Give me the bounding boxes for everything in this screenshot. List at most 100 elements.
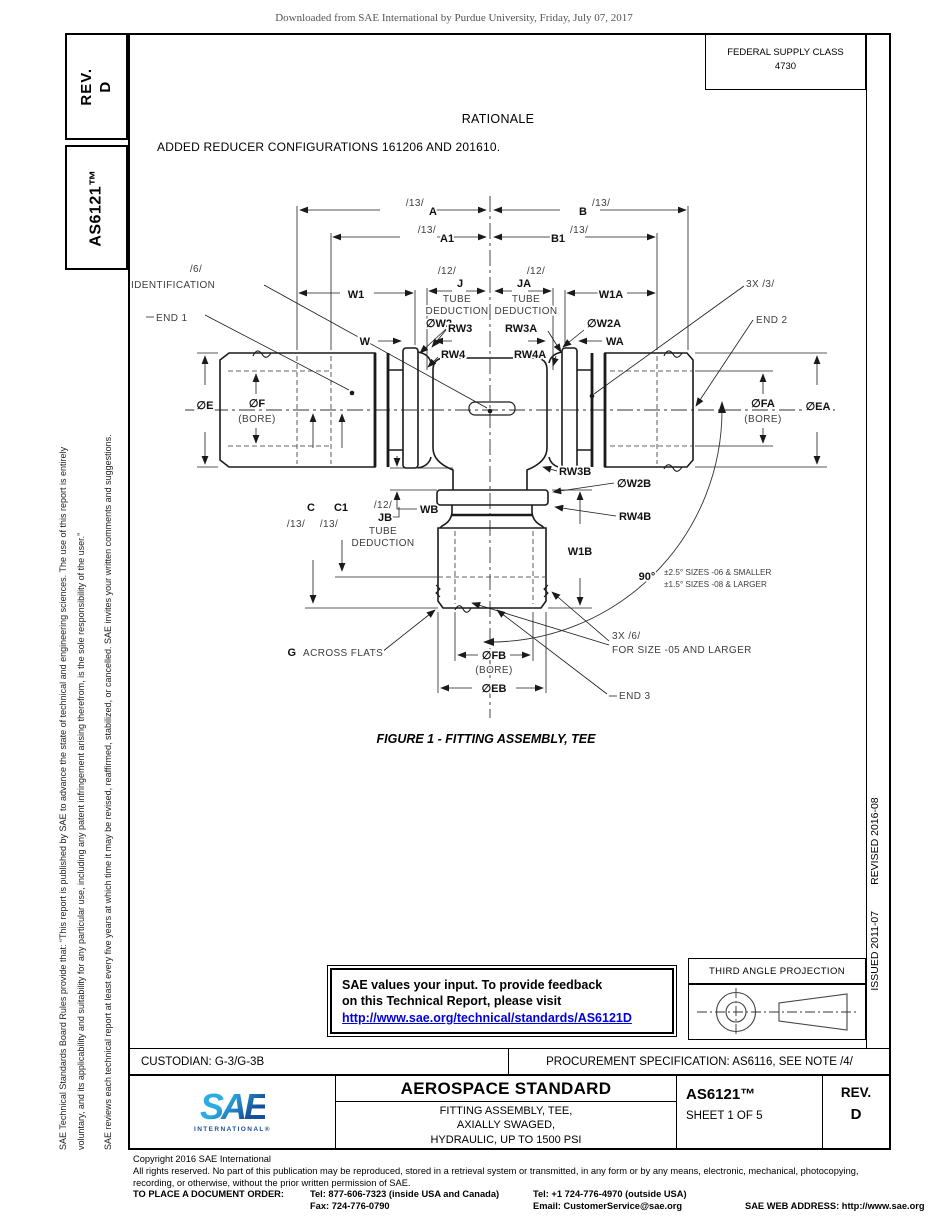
figure-label: J xyxy=(457,278,463,290)
figure-label: DEDUCTION xyxy=(494,306,557,317)
figure-label: RW4A xyxy=(514,349,546,361)
third-angle-projection-symbol xyxy=(697,988,857,1035)
figure-caption: FIGURE 1 - FITTING ASSEMBLY, TEE xyxy=(376,732,596,746)
doc-type: AEROSPACE STANDARD xyxy=(400,1079,612,1098)
dot-leaders xyxy=(204,284,745,409)
figure-label: WA xyxy=(606,336,624,348)
doc-number-cell: AS6121™ SHEET 1 OF 5 xyxy=(677,1076,822,1148)
leader-lines xyxy=(381,319,754,695)
figure-label: ∅EB xyxy=(482,683,507,695)
inner-margin-line xyxy=(866,33,867,1048)
rev-cell: REV. D xyxy=(822,1076,889,1148)
figure-label: RW3A xyxy=(505,323,537,335)
procurement-cell: PROCUREMENT SPECIFICATION: AS6116, SEE N… xyxy=(546,1055,853,1068)
figure-label: ∅F xyxy=(249,398,266,410)
figure-label: /13/ xyxy=(320,519,338,530)
figure-label: TUBE xyxy=(443,294,471,305)
figure-label: 90° xyxy=(639,571,656,583)
figure-label: ∅W2B xyxy=(617,478,651,490)
figure-label: C xyxy=(307,502,315,514)
sheet-number: SHEET 1 OF 5 xyxy=(686,1110,763,1122)
title-cell: AEROSPACE STANDARD FITTING ASSEMBLY, TEE… xyxy=(335,1076,677,1148)
rights-line-1: All rights reserved. No part of this pub… xyxy=(133,1165,859,1176)
federal-supply-class-box: FEDERAL SUPPLY CLASS 4730 xyxy=(705,33,866,90)
fsc-code: 4730 xyxy=(774,60,797,72)
third-angle-projection-box: THIRD ANGLE PROJECTION xyxy=(688,958,866,1040)
centerlines xyxy=(185,196,835,718)
hidden-lines xyxy=(228,356,692,604)
custodian-cell: CUSTODIAN: G-3/G-3B xyxy=(129,1049,509,1074)
fsc-label: FEDERAL SUPPLY CLASS xyxy=(727,47,844,58)
title-divider xyxy=(336,1101,676,1102)
doc-title-line-2: AXIALLY SWAGED, xyxy=(456,1119,556,1132)
figure-label: /13/ xyxy=(406,198,424,209)
figure-label: END 3 xyxy=(619,691,650,702)
figure-label: /13/ xyxy=(287,519,305,530)
figure-label: A1 xyxy=(440,233,454,245)
figure-label: A xyxy=(429,206,437,218)
figure-label: RW4 xyxy=(441,349,466,361)
fax-number: Fax: 724-776-0790 xyxy=(310,1201,390,1212)
figure-label: (BORE) xyxy=(744,414,781,425)
feedback-line-2: on this Technical Report, please visit xyxy=(342,994,562,1009)
figure-label: TUBE xyxy=(512,294,540,305)
copyright-footer: Copyright 2016 SAE International All rig… xyxy=(133,1154,943,1213)
figure-label: FOR SIZE -05 AND LARGER xyxy=(612,645,752,656)
download-notice: Downloaded from SAE International by Pur… xyxy=(275,12,633,24)
figure-label: DEDUCTION xyxy=(351,538,414,549)
figure-label: /12/ xyxy=(374,500,392,511)
figure-label: ∅FA xyxy=(751,398,775,410)
figure-label: W1 xyxy=(348,289,365,301)
figure-label: ∅EA xyxy=(806,401,831,413)
figure-label: DEDUCTION xyxy=(425,306,488,317)
figure-label: ∅E xyxy=(197,400,214,412)
angle-arc xyxy=(489,409,723,643)
figure-label: /13/ xyxy=(418,225,436,236)
sae-logo: SAE INTERNATIONAL® xyxy=(130,1076,335,1148)
figure-label: 3X /6/ xyxy=(612,631,641,642)
doc-title-line-1: FITTING ASSEMBLY, TEE, xyxy=(439,1105,573,1117)
sae-logo-subtext: INTERNATIONAL® xyxy=(194,1125,271,1133)
feedback-url-link[interactable]: http://www.sae.org/technical/standards/A… xyxy=(342,1010,632,1025)
figure-label: JB xyxy=(378,512,392,524)
figure-label: B1 xyxy=(551,233,565,245)
copyright-line: Copyright 2016 SAE International xyxy=(133,1154,271,1164)
break-marks xyxy=(252,350,683,613)
figure-label: G xyxy=(287,647,296,659)
figure-label: W xyxy=(360,336,371,348)
feedback-line-1: SAE values your input. To provide feedba… xyxy=(342,978,603,992)
extension-lines xyxy=(146,206,827,697)
rationale-body: ADDED REDUCER CONFIGURATIONS 161206 AND … xyxy=(157,140,501,154)
tel-outside: Tel: +1 724-776-4970 (outside USA) xyxy=(533,1189,687,1200)
figure-label: WB xyxy=(420,504,438,516)
figure-label: /12/ xyxy=(527,266,545,277)
email-address: Email: CustomerService@sae.org xyxy=(533,1201,683,1212)
fitting-outline xyxy=(219,347,694,609)
figure-label: RW4B xyxy=(619,511,651,523)
leader-dots xyxy=(349,390,595,414)
figure-label: END 1 xyxy=(156,313,187,324)
figure-label: ±1.5° SIZES -08 & LARGER xyxy=(664,580,767,589)
figure-label: RW3B xyxy=(559,466,591,478)
dimension-lines xyxy=(201,206,821,692)
figure-label: ∅W2 xyxy=(426,318,452,330)
doc-title-line-3: HYDRAULIC, UP TO 1500 PSI xyxy=(430,1133,582,1146)
figure-label: ACROSS FLATS xyxy=(303,648,383,659)
order-label: TO PLACE A DOCUMENT ORDER: xyxy=(133,1189,284,1200)
figure-label: /13/ xyxy=(570,225,588,236)
figure-label: ∅W2A xyxy=(587,318,621,330)
sae-logo-text: SAE xyxy=(199,1086,268,1128)
figure-label: ∅FB xyxy=(482,650,506,662)
figure-label: (BORE) xyxy=(475,665,512,676)
feedback-box: SAE values your input. To provide feedba… xyxy=(327,965,677,1037)
figure-label: RW3 xyxy=(448,323,472,335)
figure-label: W1B xyxy=(568,546,593,558)
third-angle-projection-label: THIRD ANGLE PROJECTION xyxy=(689,959,865,985)
rev-label: REV. xyxy=(840,1085,872,1100)
figure-label: B xyxy=(579,206,587,218)
rationale-heading: RATIONALE xyxy=(461,112,535,126)
rev-value: D xyxy=(850,1106,862,1123)
figure-label: IDENTIFICATION xyxy=(131,280,215,291)
